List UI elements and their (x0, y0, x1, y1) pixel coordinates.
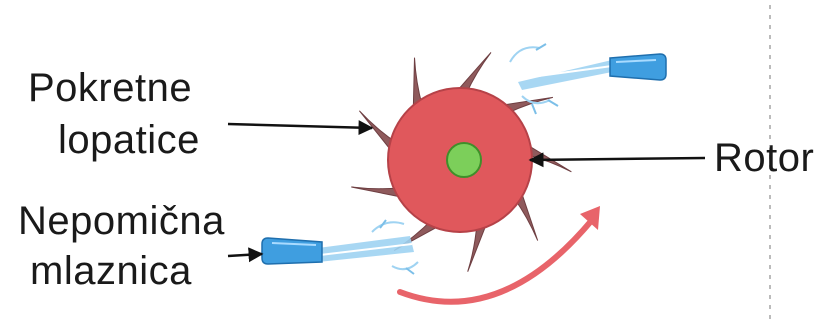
blade-7 (351, 186, 407, 199)
label-nozzle-line2: mlaznica (30, 249, 192, 293)
lower-water-jet (318, 219, 419, 275)
label-moving-blades-line1: Pokretne (28, 66, 193, 110)
pointer-blades (227, 120, 374, 136)
upper-nozzle-icon (609, 53, 667, 81)
hub-icon (446, 142, 482, 178)
blade-5 (467, 218, 489, 272)
pointer-rotor (528, 152, 706, 168)
lower-nozzle-icon (261, 237, 323, 265)
label-moving-blades-line2: lopatice (58, 118, 200, 162)
pointer-nozzle (227, 247, 264, 263)
label-rotor: Rotor (714, 136, 815, 180)
curved-arrow-icon (397, 206, 600, 305)
blade-1 (453, 52, 492, 95)
upper-water-jet (509, 43, 613, 115)
label-nozzle-line1: Nepomična (18, 199, 225, 243)
